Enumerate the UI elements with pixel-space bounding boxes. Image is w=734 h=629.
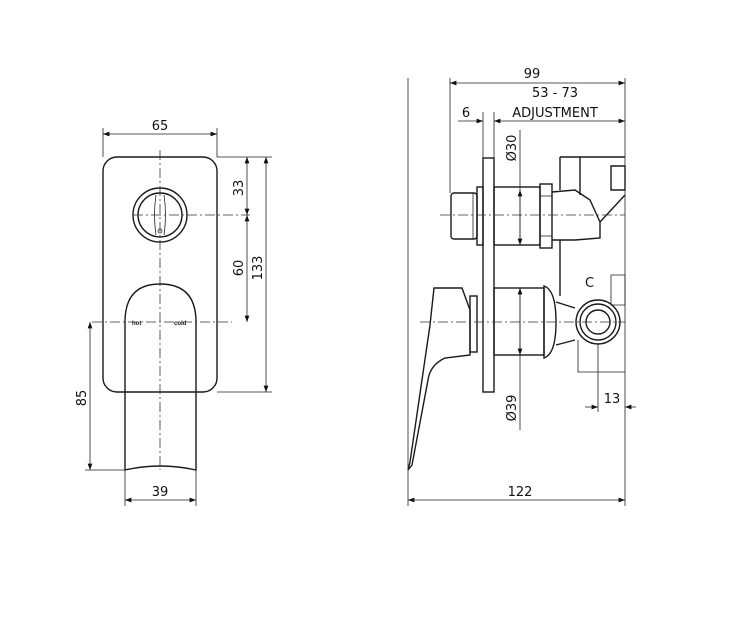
dim-plate-height: 133	[251, 256, 266, 281]
dim-overall-length: 122	[508, 485, 533, 500]
dim-upper-diameter: Ø30	[505, 135, 520, 162]
hot-label: hot	[132, 321, 141, 327]
side-view: C 99 53 - 73 ADJUSTMENT 6 Ø30 Ø39 13 122	[407, 67, 636, 506]
dim-lever-drop: 85	[75, 390, 90, 407]
side-plate	[482, 157, 495, 393]
front-view: hot cold 65 33 60 133 85 39	[75, 119, 272, 506]
dim-lever-width: 39	[152, 485, 169, 500]
outlet-mark: C	[585, 276, 594, 291]
dim-plate-thickness: 6	[462, 106, 470, 121]
dim-lower-diameter: Ø39	[505, 395, 520, 422]
dim-knob-top: 33	[232, 180, 247, 197]
cold-label: cold	[174, 321, 187, 327]
dim-adjustment-label: ADJUSTMENT	[512, 106, 598, 121]
dim-outlet-offset: 13	[604, 392, 621, 407]
dim-overall-depth: 99	[524, 67, 541, 82]
side-lever	[407, 287, 471, 471]
dim-adjustment-range: 53 - 73	[532, 86, 578, 101]
dim-plate-width: 65	[152, 119, 169, 134]
dim-knob-lever: 60	[232, 260, 247, 277]
mixer-lever	[124, 283, 197, 471]
